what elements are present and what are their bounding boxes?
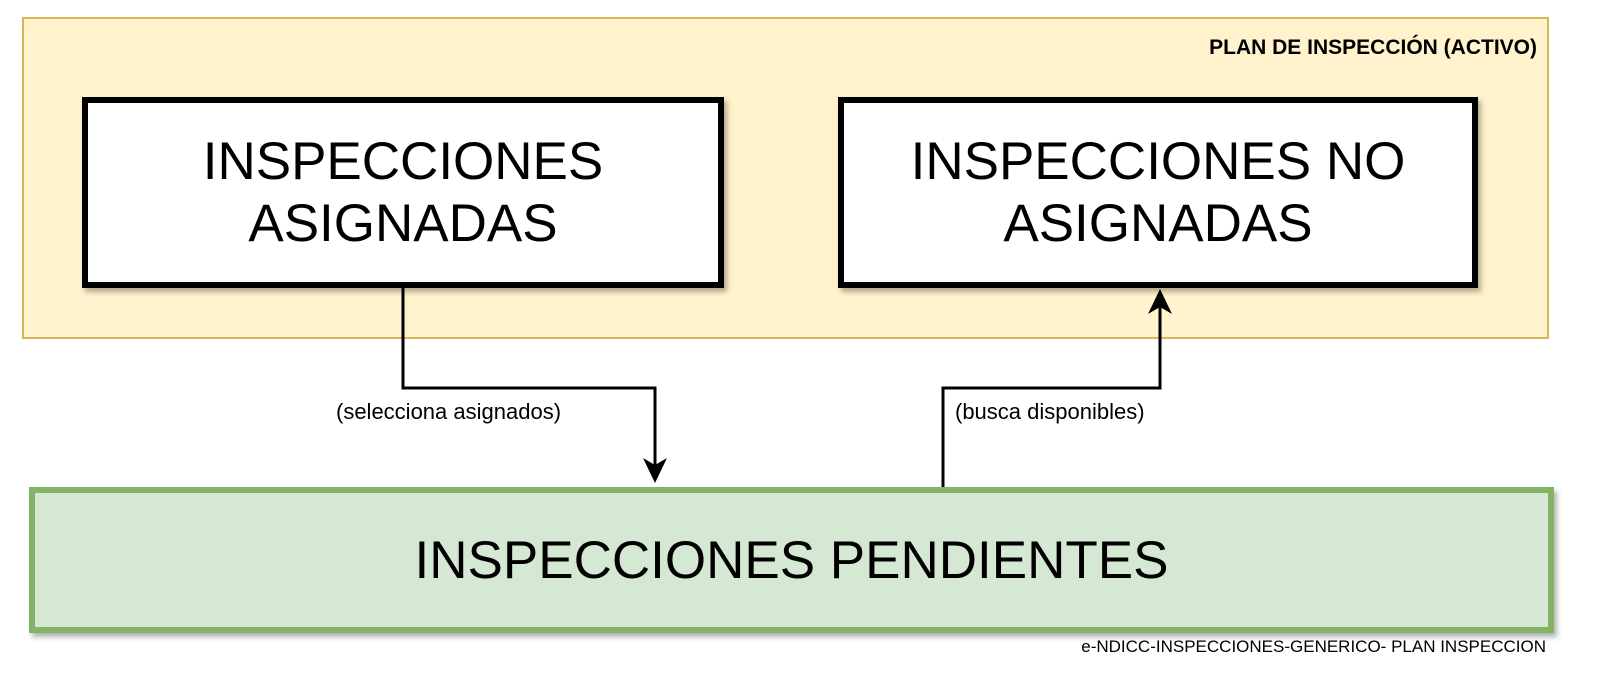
node-label: INSPECCIONES NO ASIGNADAS <box>910 131 1406 253</box>
arrowhead-up <box>1148 289 1172 314</box>
arrowhead-down <box>643 458 667 483</box>
node-label: INSPECCIONES PENDIENTES <box>414 530 1169 590</box>
edge-busca <box>941 302 1162 493</box>
edge-label-selecciona: (selecciona asignados) <box>336 399 562 425</box>
diagram-footer: e-NDICC-INSPECCIONES-GENERICO- PLAN INSP… <box>1081 637 1546 656</box>
edge-selecciona <box>401 288 657 470</box>
edge-label-busca: (busca disponibles) <box>955 399 1145 425</box>
plan-title: PLAN DE INSPECCIÓN (ACTIVO) <box>1209 36 1537 59</box>
node-label: INSPECCIONES ASIGNADAS <box>202 131 604 253</box>
node-inspecciones-pendientes[interactable]: INSPECCIONES PENDIENTES <box>29 487 1554 633</box>
node-inspecciones-asignadas[interactable]: INSPECCIONES ASIGNADAS <box>82 97 724 288</box>
node-inspecciones-no-asignadas[interactable]: INSPECCIONES NO ASIGNADAS <box>838 97 1478 288</box>
